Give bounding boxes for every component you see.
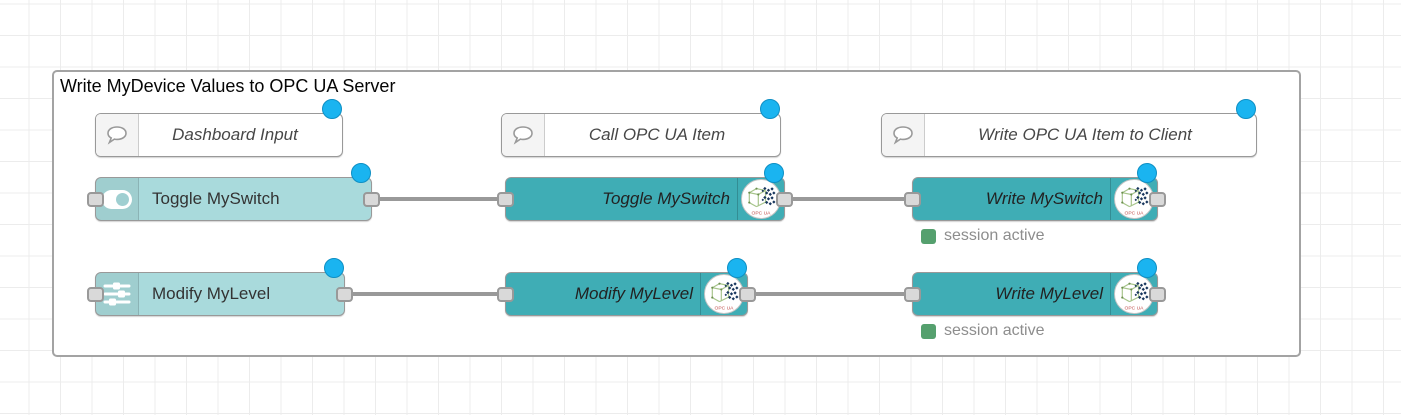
changed-badge-icon xyxy=(322,99,342,119)
input-port[interactable] xyxy=(497,286,514,302)
input-port[interactable] xyxy=(904,286,921,302)
changed-badge-icon xyxy=(760,99,780,119)
output-port[interactable] xyxy=(336,286,353,302)
group-title: Write MyDevice Values to OPC UA Server xyxy=(60,76,396,96)
opcua-logo-icon xyxy=(741,179,781,219)
input-port[interactable] xyxy=(87,191,104,207)
comment-icon-area xyxy=(882,114,925,156)
status-dot-icon xyxy=(921,228,936,244)
comment-node-dashboard-input[interactable]: Dashboard Input xyxy=(95,99,343,157)
node-status: session active xyxy=(921,322,1045,340)
node-toggle-myswitch-ui[interactable]: Toggle MySwitch xyxy=(87,163,380,221)
sliders-icon xyxy=(102,282,132,306)
changed-badge-icon xyxy=(324,258,344,278)
node-icon-area xyxy=(700,273,747,315)
opcua-logo-icon xyxy=(1114,179,1154,219)
changed-badge-icon xyxy=(727,258,747,278)
comment-icon-area xyxy=(502,114,545,156)
output-port[interactable] xyxy=(1149,191,1166,207)
node-icon-area xyxy=(96,178,139,220)
node-label: Modify MyLevel xyxy=(574,284,693,303)
output-port[interactable] xyxy=(739,286,756,302)
status-text: session active xyxy=(944,227,1045,244)
comment-label: Write OPC UA Item to Client xyxy=(978,125,1192,144)
node-status: session active xyxy=(921,227,1045,245)
node-label: Toggle MySwitch xyxy=(602,189,730,208)
input-port[interactable] xyxy=(87,286,104,302)
comment-label: Call OPC UA Item xyxy=(588,125,726,144)
changed-badge-icon xyxy=(1236,99,1256,119)
changed-badge-icon xyxy=(764,163,784,183)
comment-bubble-icon xyxy=(511,125,535,145)
status-text: session active xyxy=(944,322,1045,339)
node-write-myswitch[interactable]: Write MySwitch xyxy=(904,163,1166,221)
changed-badge-icon xyxy=(1137,163,1157,183)
node-toggle-myswitch-opcua[interactable]: Toggle MySwitch xyxy=(497,163,793,221)
comment-bubble-icon xyxy=(891,125,915,145)
input-port[interactable] xyxy=(904,191,921,207)
changed-badge-icon xyxy=(351,163,371,183)
wire[interactable] xyxy=(372,197,508,201)
input-port[interactable] xyxy=(497,191,514,207)
comment-icon-area xyxy=(96,114,139,156)
node-icon-area xyxy=(1110,273,1157,315)
node-label: Write MySwitch xyxy=(985,189,1103,208)
toggle-switch-icon xyxy=(102,189,132,209)
opcua-logo-icon xyxy=(1114,274,1154,314)
comment-node-call-opcua-item[interactable]: Call OPC UA Item xyxy=(501,99,781,157)
node-icon-area xyxy=(1110,178,1157,220)
node-icon-area xyxy=(737,178,784,220)
node-label: Write MyLevel xyxy=(995,284,1103,303)
changed-badge-icon xyxy=(1137,258,1157,278)
wire[interactable] xyxy=(345,292,508,296)
output-port[interactable] xyxy=(776,191,793,207)
wire[interactable] xyxy=(746,292,915,296)
comment-bubble-icon xyxy=(105,125,129,145)
node-label: Toggle MySwitch xyxy=(152,189,280,208)
node-write-mylevel[interactable]: Write MyLevel xyxy=(904,258,1166,316)
output-port[interactable] xyxy=(1149,286,1166,302)
node-modify-mylevel-ui[interactable]: Modify MyLevel xyxy=(87,258,353,316)
node-modify-mylevel-opcua[interactable]: Modify MyLevel xyxy=(497,258,756,316)
comment-label: Dashboard Input xyxy=(172,125,298,144)
output-port[interactable] xyxy=(363,191,380,207)
comment-node-write-opcua-item-to-client[interactable]: Write OPC UA Item to Client xyxy=(881,99,1257,157)
node-label: Modify MyLevel xyxy=(152,284,271,303)
status-dot-icon xyxy=(921,323,936,339)
opcua-logo-icon xyxy=(704,274,744,314)
wire[interactable] xyxy=(783,197,915,201)
